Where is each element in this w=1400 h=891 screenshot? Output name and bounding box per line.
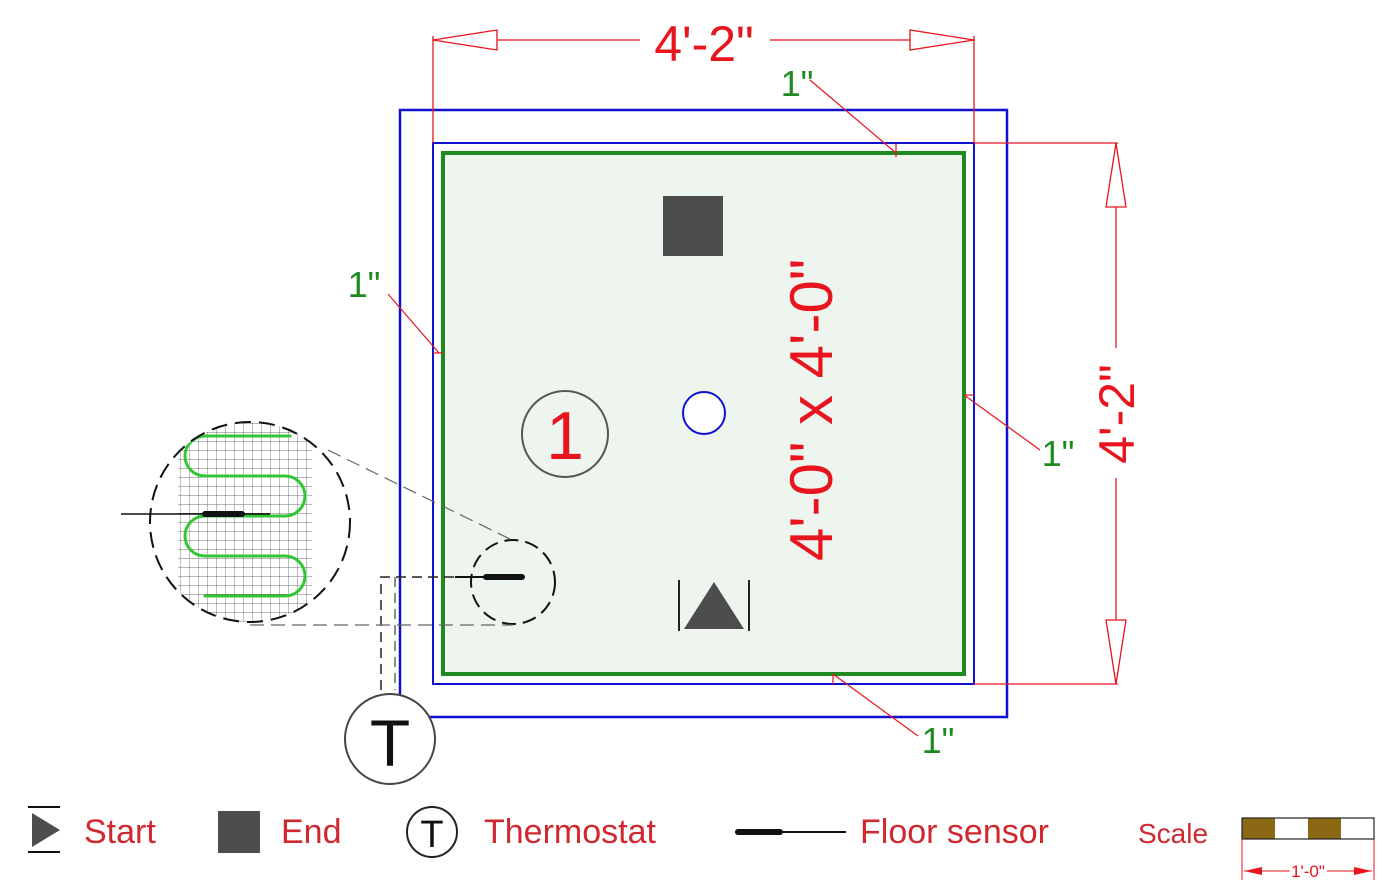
offset-top-label: 1" xyxy=(781,63,814,104)
offset-left-label: 1" xyxy=(348,264,381,305)
legend-scale-label: Scale xyxy=(1138,818,1208,849)
room-outer-wall xyxy=(398,108,1009,719)
heating-cable-loop xyxy=(183,434,307,598)
end-marker xyxy=(663,196,723,256)
magnifier-connectors xyxy=(250,449,513,626)
legend-start-icon xyxy=(28,806,60,853)
thermostat-symbol[interactable] xyxy=(344,693,436,785)
center-drain xyxy=(682,391,726,435)
zone-size-label: 4'-0" x 4'-0" xyxy=(778,259,845,561)
legend: Start End T Thermostat Floor sensor Scal… xyxy=(28,806,1375,884)
offset-leaders xyxy=(387,79,1041,737)
offset-bottom-label: 1" xyxy=(922,720,955,761)
top-dimension-label: 4'-2" xyxy=(654,16,754,72)
magnified-detail xyxy=(121,421,351,623)
legend-end-label: End xyxy=(281,813,342,851)
top-dimension xyxy=(432,29,975,143)
room-inner-wall xyxy=(432,142,975,685)
legend-thermostat-icon xyxy=(406,806,458,858)
start-marker xyxy=(678,580,750,631)
right-dimension xyxy=(974,142,1127,685)
legend-thermostat-label: Thermostat xyxy=(484,813,656,851)
zone-number: 1 xyxy=(546,398,584,474)
thermostat-wiring xyxy=(380,576,470,690)
legend-sensor-label: Floor sensor xyxy=(860,813,1049,851)
right-dimension-label: 4'-2" xyxy=(1089,364,1145,464)
legend-thermostat-letter: T xyxy=(420,814,443,856)
legend-end-icon xyxy=(218,811,260,853)
thermostat-letter: T xyxy=(370,706,410,780)
scale-value: 1'-0" xyxy=(1291,862,1325,881)
zone-number-circle[interactable] xyxy=(521,390,609,478)
offset-right-label: 1" xyxy=(1042,433,1075,474)
sensor-location-circle[interactable] xyxy=(470,539,556,625)
legend-start-label: Start xyxy=(84,813,156,851)
scale-bar xyxy=(1241,817,1375,880)
